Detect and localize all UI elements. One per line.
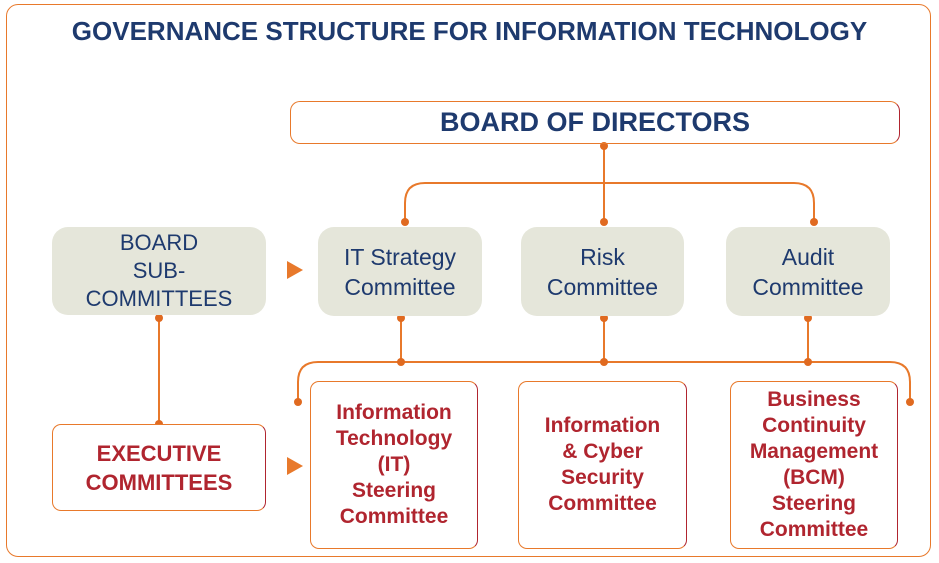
it-strategy-committee-box: IT Strategy Committee	[318, 227, 482, 316]
it-steering-committee-box: Information Technology (IT) Steering Com…	[310, 381, 478, 549]
diagram-title: GOVERNANCE STRUCTURE FOR INFORMATION TEC…	[71, 16, 868, 46]
board-of-directors-label: BOARD OF DIRECTORS	[439, 107, 750, 137]
risk-committee-box: Risk Committee	[521, 227, 684, 316]
board-branch	[404, 182, 815, 222]
bcm-steering-committee-box: Business Continuity Management (BCM) Ste…	[730, 381, 898, 549]
cyber-security-committee-box: Information & Cyber Security Committee	[518, 381, 687, 549]
outer-frame	[6, 4, 931, 557]
board-sub-committees-box: BOARD SUB- COMMITTEES	[52, 227, 266, 315]
arrow-right-icon	[287, 457, 303, 475]
audit-committee-box: Audit Committee	[726, 227, 890, 316]
arrow-right-icon	[287, 261, 303, 279]
board-of-directors-box: BOARD OF DIRECTORS	[290, 101, 900, 144]
executive-committees-box: EXECUTIVE COMMITTEES	[52, 424, 266, 511]
